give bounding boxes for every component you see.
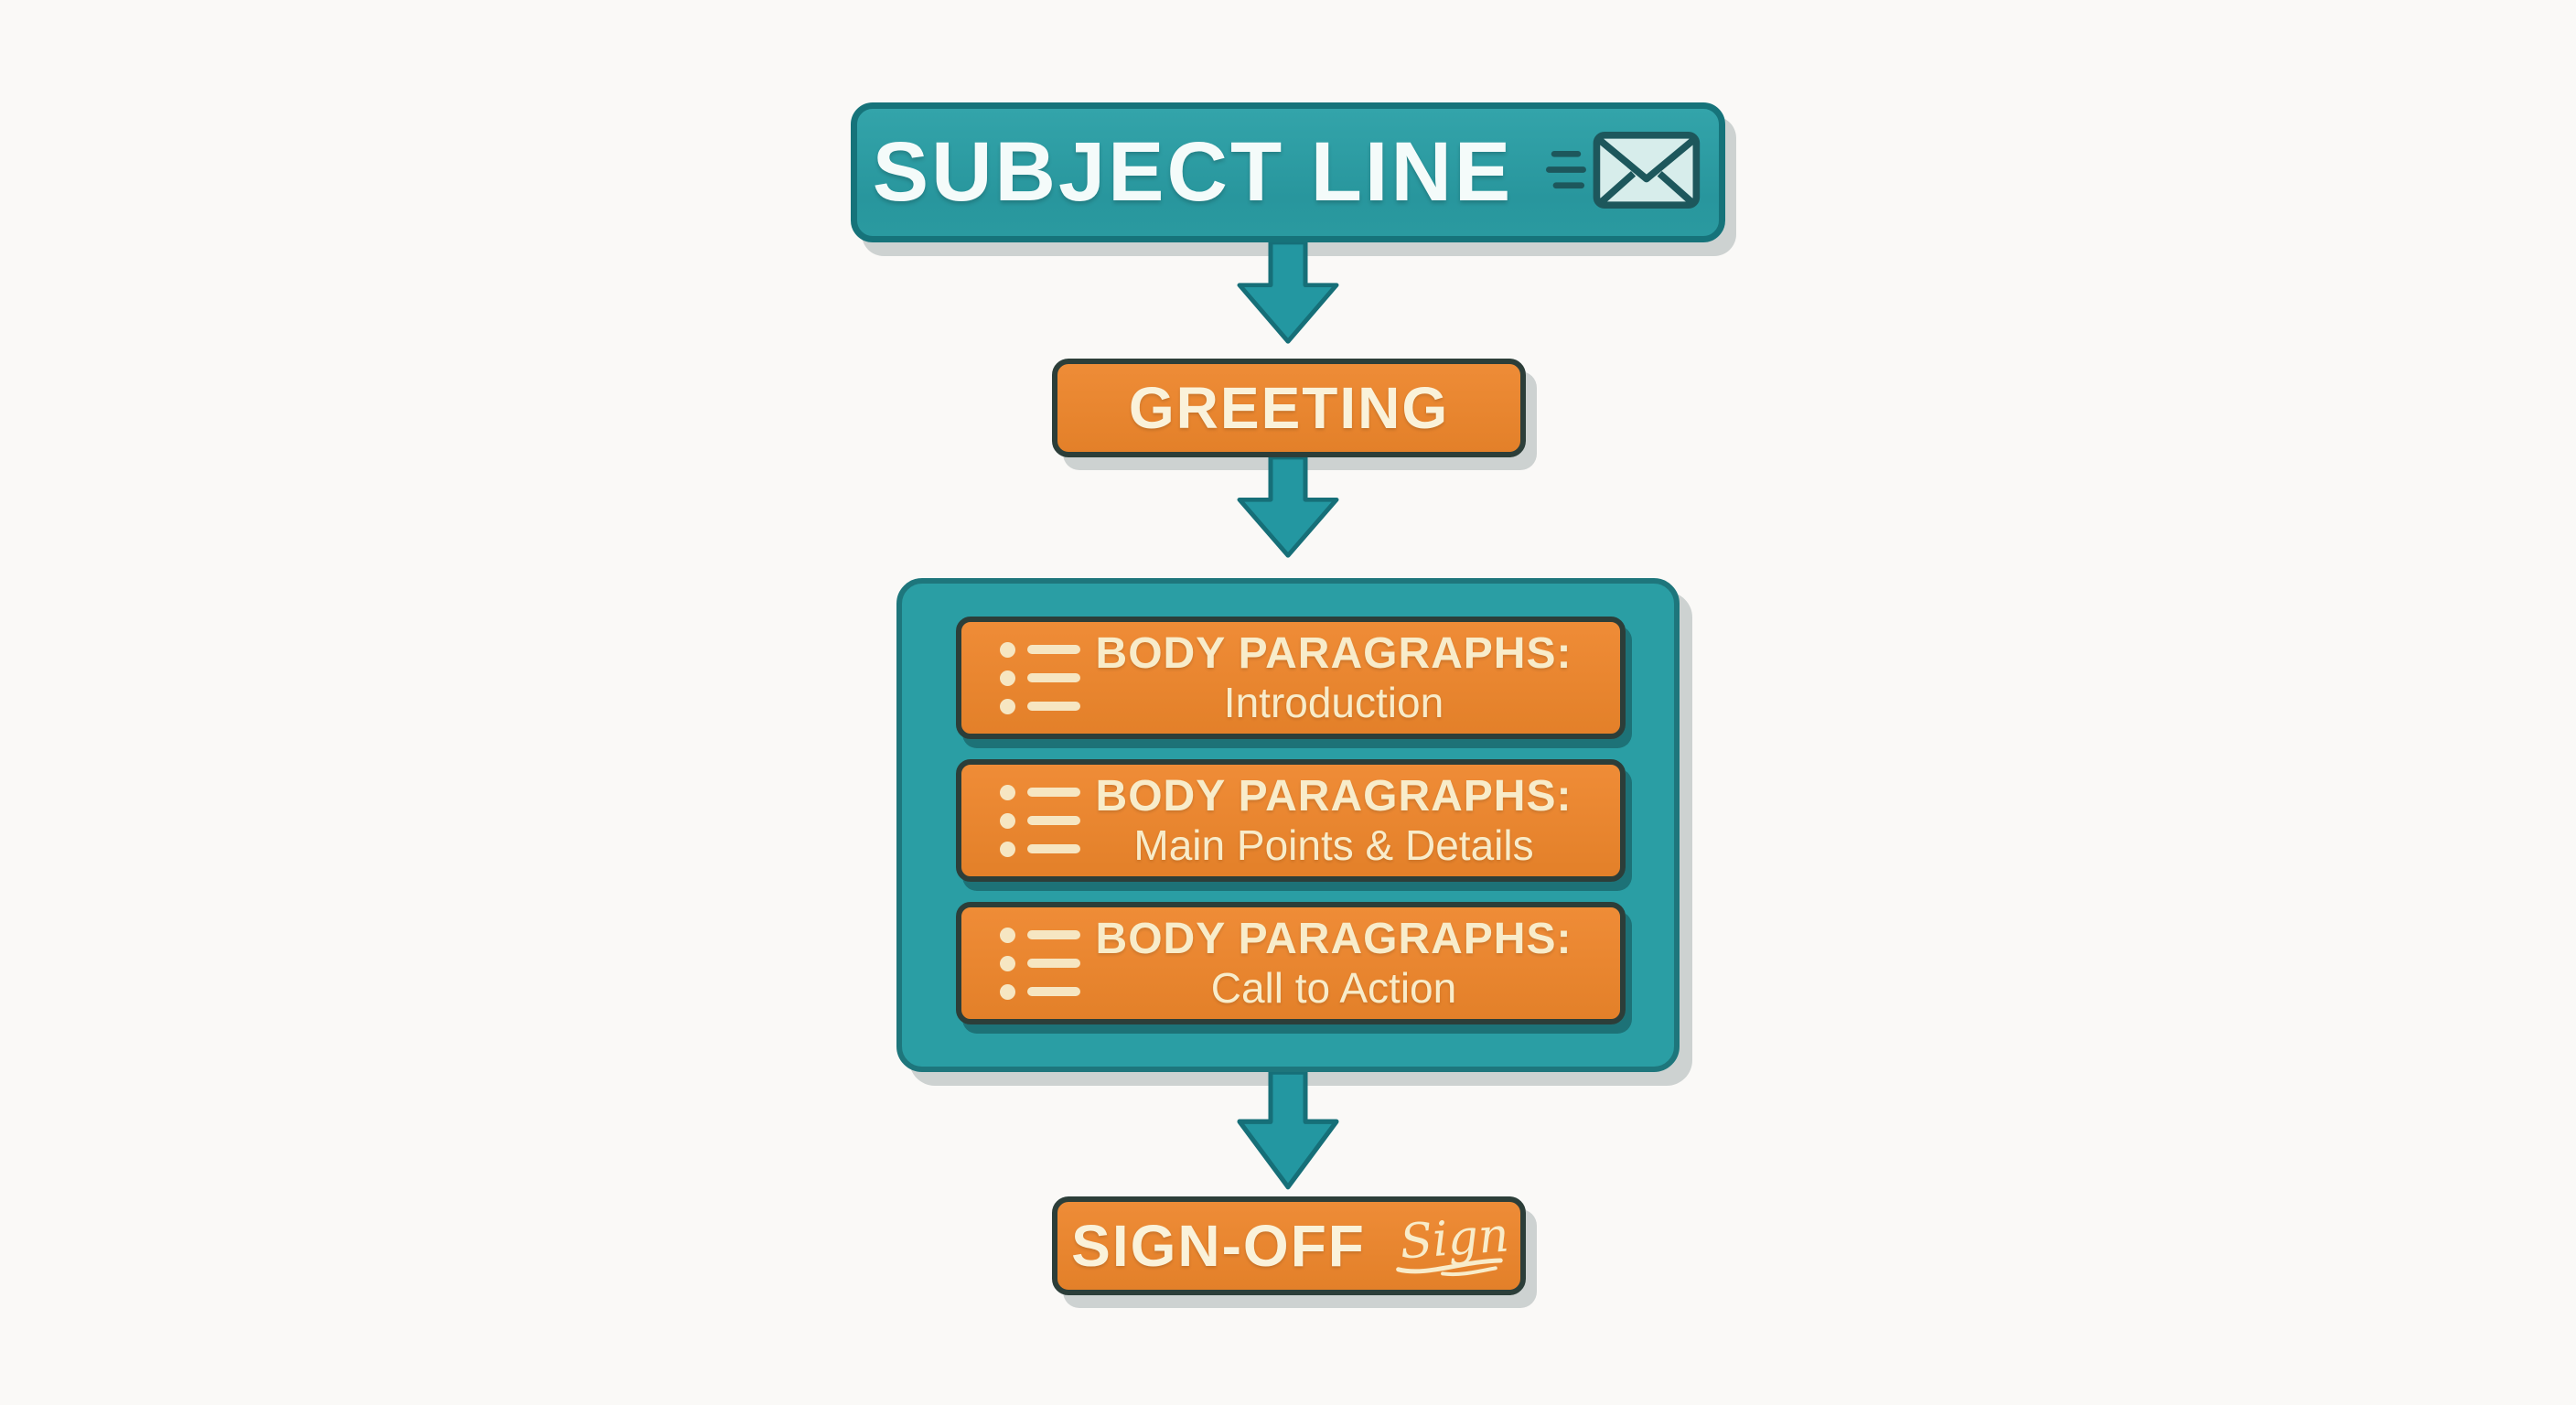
body-subtitle: Main Points & Details xyxy=(1133,821,1534,870)
node-body-call-to-action: BODY PARAGRAPHS: Call to Action xyxy=(956,902,1626,1024)
arrow-down-icon xyxy=(1234,1072,1342,1191)
node-sign-off: SIGN-OFF Sign xyxy=(1052,1196,1526,1295)
body-title: BODY PARAGRAPHS: xyxy=(1095,771,1572,820)
body-title: BODY PARAGRAPHS: xyxy=(1095,628,1572,678)
list-icon xyxy=(1000,641,1080,714)
envelope-icon xyxy=(1546,126,1703,219)
sign-off-label: SIGN-OFF xyxy=(1071,1213,1366,1279)
body-box-text: BODY PARAGRAPHS: Main Points & Details xyxy=(1080,771,1620,870)
node-body-paragraphs-group: BODY PARAGRAPHS: Introduction BODY PARAG… xyxy=(896,578,1680,1072)
node-greeting: GREETING xyxy=(1052,359,1526,457)
subject-line-label: SUBJECT LINE xyxy=(872,125,1514,219)
list-icon xyxy=(1000,784,1080,857)
body-subtitle: Introduction xyxy=(1223,679,1444,727)
arrow-down-icon xyxy=(1234,242,1342,345)
body-box-text: BODY PARAGRAPHS: Call to Action xyxy=(1080,914,1620,1013)
body-title: BODY PARAGRAPHS: xyxy=(1095,914,1572,963)
greeting-label: GREETING xyxy=(1128,375,1450,441)
body-box-text: BODY PARAGRAPHS: Introduction xyxy=(1080,628,1620,727)
node-body-introduction: BODY PARAGRAPHS: Introduction xyxy=(956,617,1626,739)
body-subtitle: Call to Action xyxy=(1210,964,1457,1013)
node-subject-line: SUBJECT LINE xyxy=(851,102,1725,242)
signature-icon: Sign xyxy=(1385,1201,1510,1291)
arrow-down-icon xyxy=(1234,457,1342,559)
node-body-main-points: BODY PARAGRAPHS: Main Points & Details xyxy=(956,759,1626,882)
list-icon xyxy=(1000,927,1080,1000)
